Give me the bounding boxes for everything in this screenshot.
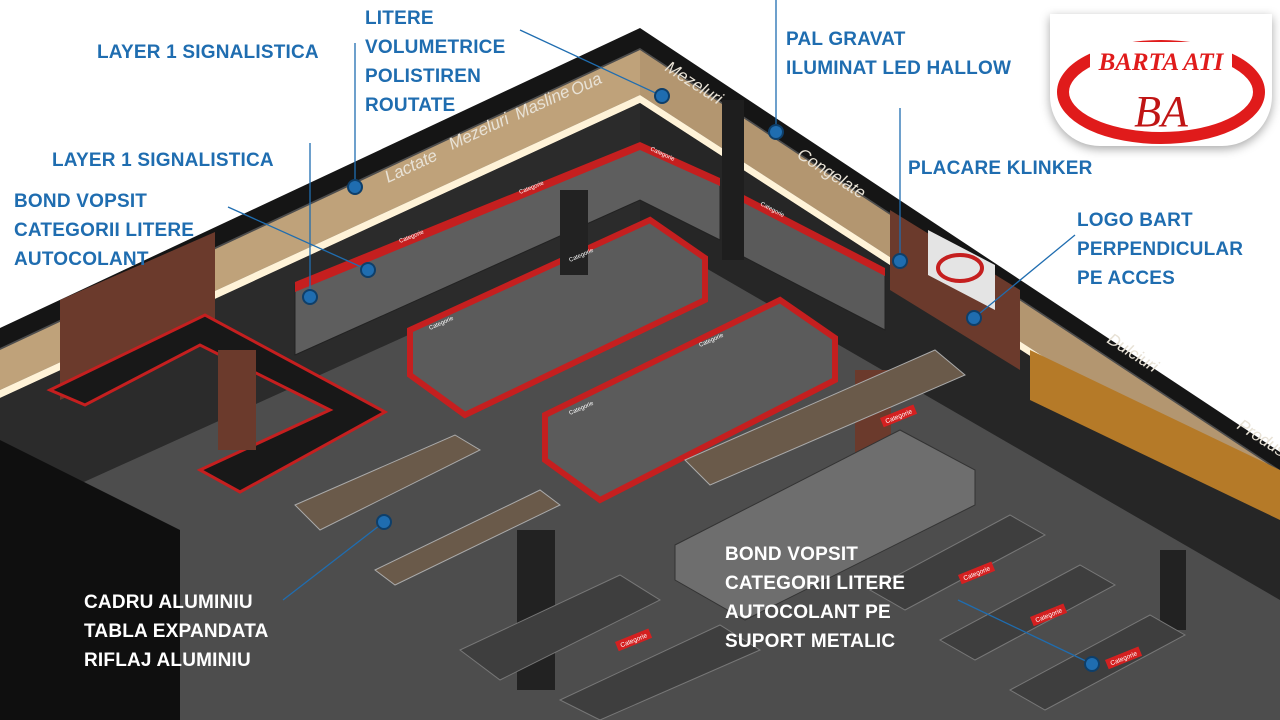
gondola-shelf bbox=[459, 574, 662, 681]
brick-wall bbox=[60, 232, 215, 400]
callout-dot bbox=[347, 179, 363, 195]
column bbox=[560, 190, 588, 275]
callout-dot bbox=[654, 88, 670, 104]
callout-placare-klinker: PLACARE KLINKER bbox=[908, 158, 1093, 179]
deli-counter bbox=[46, 313, 389, 494]
gondola-shelf bbox=[938, 564, 1117, 661]
gondola-shelf bbox=[868, 514, 1047, 611]
expanded-metal-panel bbox=[294, 434, 482, 531]
callout-layer1-mid: LAYER 1 SIGNALISTICA bbox=[52, 150, 274, 171]
callout-dot bbox=[360, 262, 376, 278]
callout-dot bbox=[1084, 656, 1100, 672]
callout-dot bbox=[376, 514, 392, 530]
expanded-metal-panel bbox=[374, 489, 561, 586]
callout-dot bbox=[892, 253, 908, 269]
entrance-structure bbox=[0, 440, 180, 720]
expanded-metal-panel bbox=[684, 349, 966, 486]
callout-dot bbox=[302, 289, 318, 305]
logo-text: BARTA ATI bbox=[1098, 49, 1225, 76]
wall-logo-panel bbox=[928, 230, 995, 310]
logo-monogram: BA bbox=[1134, 87, 1189, 136]
island-fridge-1 bbox=[407, 216, 708, 419]
freezer-chests bbox=[674, 429, 976, 621]
gondola-shelf bbox=[558, 624, 762, 720]
pallet-racks bbox=[1030, 350, 1280, 520]
callout-dot bbox=[768, 124, 784, 140]
island-fridge-2 bbox=[542, 296, 838, 504]
barta-ati-logo: BARTA ATI BA bbox=[1050, 14, 1272, 146]
callout-dot bbox=[966, 310, 982, 326]
callout-layer1-top: LAYER 1 SIGNALISTICA bbox=[97, 42, 319, 63]
column bbox=[1160, 550, 1186, 630]
